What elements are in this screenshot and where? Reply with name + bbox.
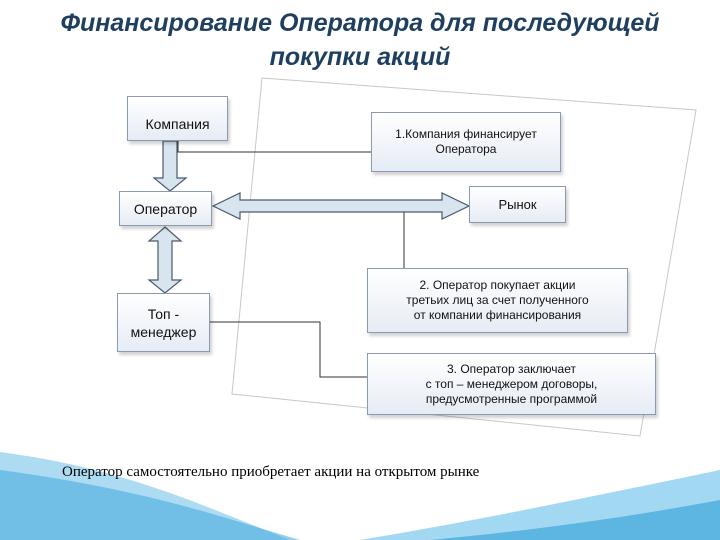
step-2-line3: от компании финансирования [413, 308, 582, 322]
connector-company-step1 [177, 141, 371, 153]
footnote-text: Оператор самостоятельно приобретает акци… [62, 464, 480, 480]
step-2-line1: 2. Оператор покупает акции [419, 278, 576, 292]
slide-title: Финансирование Оператора для последующей… [20, 6, 700, 74]
arrow-operator-topmanager [147, 226, 183, 294]
arrow-operator-market [211, 192, 471, 220]
node-operator-label: Оператор [133, 200, 198, 217]
step-1-box: 1.Компания финансирует Оператора [371, 112, 561, 172]
node-top-manager-label-line1: Топ - [147, 305, 180, 322]
slide-title-line2: покупки акций [269, 43, 451, 71]
connector-topmanager-step3 [210, 321, 367, 378]
step-1-line1: 1.Компания финансирует [395, 127, 537, 141]
arrow-company-to-operator [152, 140, 188, 192]
wave-decoration-4 [430, 500, 720, 540]
slide-title-line1: Финансирование Оператора для последующей [60, 9, 660, 37]
step-2-box: 2. Оператор покупает акции третьих лиц з… [367, 268, 628, 333]
node-top-manager-label-line2: менеджер [130, 323, 197, 340]
node-company-label: Компания [145, 116, 210, 132]
node-operator: Оператор [119, 191, 212, 226]
node-market: Рынок [469, 186, 566, 223]
step-3-line1: 3. Оператор заключает [447, 361, 576, 376]
node-company: Компания [127, 96, 228, 141]
step-3-box: 3. Оператор заключает с топ – менеджером… [367, 353, 656, 415]
step-1-line2: Оператора [435, 142, 497, 156]
step-2-line2: третьих лиц за счет полученного [406, 293, 589, 307]
node-top-manager: Топ - менеджер [117, 293, 210, 352]
node-market-label: Рынок [498, 197, 537, 212]
step-3-line3: предусмотренные программой [425, 391, 598, 406]
step-3-line2: с топ – менеджером договоры, [425, 376, 598, 391]
tilted-panel [231, 77, 697, 437]
wave-decoration-2 [0, 470, 300, 540]
